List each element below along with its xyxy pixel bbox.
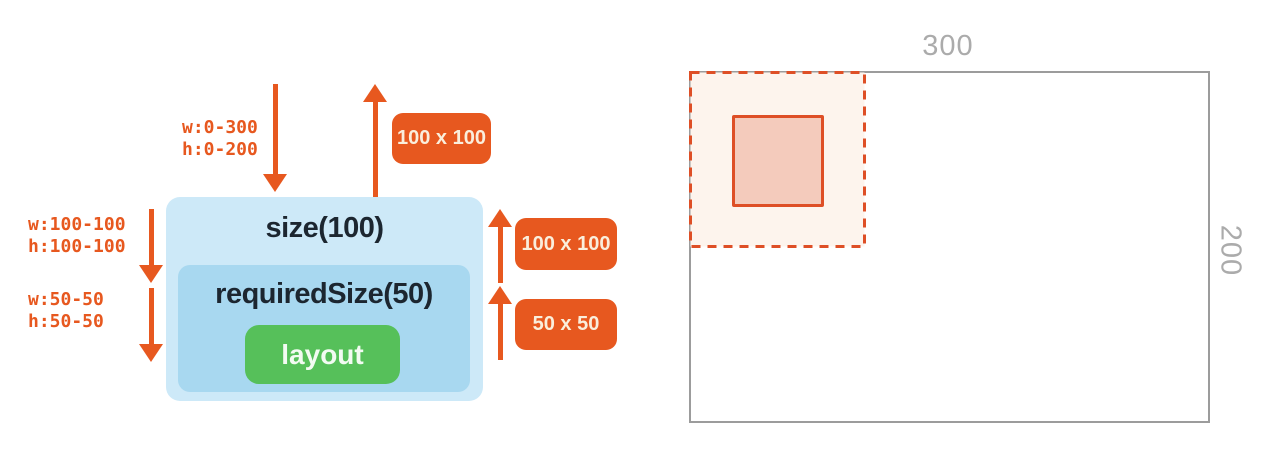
arrow-head: [139, 344, 163, 362]
arrow-head: [488, 209, 512, 227]
required-size-constraints-label: w:50-50 h:50-50: [28, 289, 104, 333]
required-size-modifier-label: requiredSize(50): [215, 278, 433, 310]
required-size-result-badge: 50 x 50: [515, 299, 617, 350]
size-modifier-label: size(100): [265, 212, 384, 244]
arrow-shaft: [272, 84, 278, 178]
arrow-shaft: [497, 300, 503, 360]
measured-size-arrow-icon: [362, 84, 388, 197]
arrow-head: [488, 286, 512, 304]
height-dimension-label: 200: [1214, 224, 1247, 277]
size-constraints-width: w:100-100: [28, 214, 126, 235]
measured-size-badge: 100 x 100: [392, 113, 491, 164]
size-constraints-label: w:100-100 h:100-100: [28, 214, 126, 258]
measured-box-rect: [732, 115, 824, 207]
size-result-arrow-icon: [487, 209, 513, 283]
incoming-constraints-width: w:0-300: [182, 117, 258, 138]
size-constraints-arrow-icon: [138, 209, 164, 283]
layout-node: layout: [245, 325, 400, 384]
incoming-constraints-height: h:0-200: [182, 139, 258, 160]
incoming-constraints-label: w:0-300 h:0-200: [182, 117, 258, 161]
required-size-result-arrow-icon: [487, 286, 513, 360]
arrow-head: [263, 174, 287, 192]
width-dimension-label: 300: [922, 30, 974, 62]
arrow-shaft: [148, 288, 154, 348]
arrow-head: [363, 84, 387, 102]
size-constraints-height: h:100-100: [28, 236, 126, 257]
arrow-shaft: [148, 209, 154, 269]
arrow-head: [139, 265, 163, 283]
arrow-shaft: [372, 98, 378, 197]
layout-label: layout: [281, 338, 364, 370]
required-size-constraints-arrow-icon: [138, 288, 164, 362]
size-result-badge: 100 x 100: [515, 218, 617, 270]
required-size-constraints-height: h:50-50: [28, 311, 104, 332]
incoming-constraints-arrow-icon: [262, 84, 288, 192]
arrow-shaft: [497, 223, 503, 283]
required-size-constraints-width: w:50-50: [28, 289, 104, 310]
